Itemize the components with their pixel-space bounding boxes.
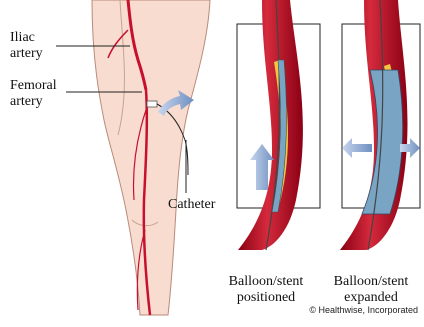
- iliac-label-line2: artery: [10, 46, 43, 62]
- femoral-label-line2: artery: [10, 94, 57, 110]
- catheter-label: Catheter: [168, 197, 215, 213]
- catheter-entry: [147, 101, 157, 107]
- iliac-label-line1: Iliac: [10, 30, 43, 46]
- panel-positioned: [237, 0, 320, 250]
- expanded-label-line2: expanded: [318, 290, 424, 306]
- copyright-credit: © Healthwise, Incorporated: [309, 305, 418, 315]
- expanded-label-line1: Balloon/stent: [318, 274, 424, 290]
- femoral-label: Femoral artery: [10, 78, 57, 110]
- positioned-label: Balloon/stent positioned: [212, 274, 320, 306]
- femoral-label-line1: Femoral: [10, 78, 57, 94]
- leg-illustration: [92, 0, 210, 315]
- iliac-label: Iliac artery: [10, 30, 43, 62]
- expanded-label: Balloon/stent expanded: [318, 274, 424, 306]
- positioned-label-line2: positioned: [212, 290, 320, 306]
- panel-expanded: [340, 0, 420, 250]
- leg-outline: [92, 0, 210, 315]
- positioned-label-line1: Balloon/stent: [212, 274, 320, 290]
